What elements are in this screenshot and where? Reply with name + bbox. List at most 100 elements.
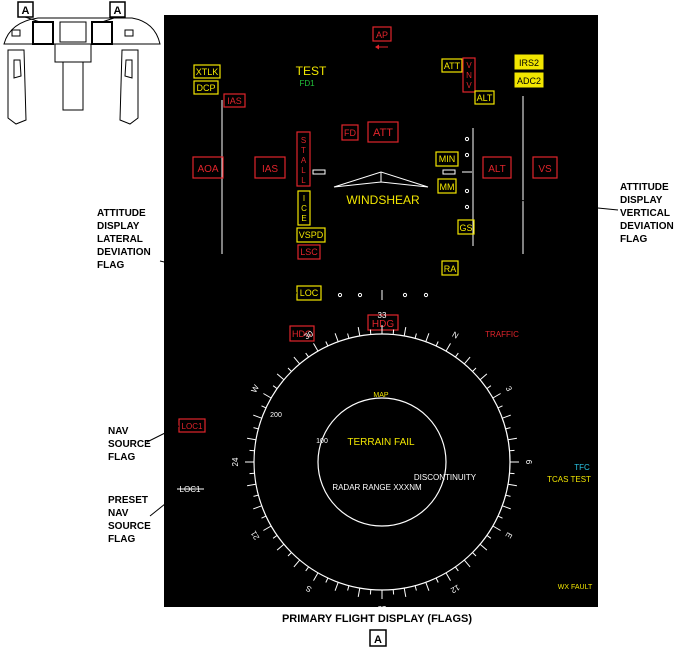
compass-tick: [414, 333, 417, 339]
compass-tick: [425, 333, 430, 342]
compass-tick: [261, 515, 267, 519]
svg-text:FLAG: FLAG: [108, 534, 135, 545]
compass-tick: [445, 572, 451, 581]
compass-tick: [247, 483, 256, 487]
compass-tick: [486, 534, 492, 539]
min-flag: MIN: [435, 151, 459, 167]
compass-tick: [472, 367, 477, 372]
compass-tick: [454, 352, 459, 358]
compass-label: 15: [377, 604, 386, 613]
svg-text:ATT: ATT: [373, 127, 393, 139]
localizer-scale: [337, 290, 429, 300]
svg-text:IAS: IAS: [227, 96, 242, 106]
terrain-fail-flag: TERRAIN FAIL: [347, 437, 415, 448]
hdg-box-flag: HDG: [367, 314, 399, 331]
svg-text:A: A: [301, 156, 307, 165]
svg-text:IAS: IAS: [262, 164, 278, 175]
svg-text:N: N: [466, 71, 472, 80]
left-pfd-outline: [32, 21, 54, 45]
svg-text:DEVIATION: DEVIATION: [620, 221, 674, 232]
dcp-flag: DCP: [193, 80, 219, 95]
wx-fault-flag: WX FAULT: [558, 584, 593, 591]
callout-lateral-deviation: ATTITUDE DISPLAY LATERAL DEVIATION FLAG: [97, 208, 298, 294]
svg-text:A: A: [114, 5, 122, 17]
compass-label: 33: [378, 311, 387, 320]
svg-text:FLAG: FLAG: [620, 234, 647, 245]
svg-text:L: L: [301, 166, 306, 175]
leader-line: [146, 425, 180, 443]
ias-small-flag: IAS: [223, 93, 246, 108]
compass-label: E: [504, 531, 514, 540]
compass-tick: [276, 543, 285, 551]
aircraft-symbol: [333, 171, 429, 188]
loc1-nav-source-flag: LOC1: [178, 418, 206, 433]
svg-text:IRS2: IRS2: [519, 58, 539, 68]
compass-tick: [305, 566, 310, 572]
glideslope-scale: [462, 136, 472, 210]
svg-text:XTLK: XTLK: [196, 67, 219, 77]
fd1-annunciation: FD1: [299, 79, 315, 88]
right-side-console: [119, 49, 139, 125]
center-panel-outline: [59, 21, 87, 43]
compass-tick: [505, 427, 511, 430]
compass-tick: [334, 582, 339, 591]
svg-text:T: T: [301, 146, 306, 155]
svg-text:HDG: HDG: [372, 319, 394, 330]
radar-range-text: RADAR RANGE XXXNM: [332, 483, 422, 492]
compass-tick: [253, 505, 262, 510]
leader-line: [149, 491, 181, 517]
svg-text:V: V: [466, 61, 472, 70]
compass-label: 24: [231, 457, 240, 466]
compass-tick: [505, 494, 511, 497]
svg-text:NAV: NAV: [108, 508, 129, 519]
right-panel-window: [124, 29, 134, 37]
alt-small-flag: ALT: [474, 90, 495, 105]
svg-text:MM: MM: [440, 182, 455, 192]
svg-text:S: S: [301, 136, 306, 145]
callout-nav-source: NAV SOURCE FLAG: [108, 425, 180, 463]
alt-flag: ALT: [482, 156, 512, 179]
compass-tick: [472, 552, 477, 557]
svg-text:LATERAL: LATERAL: [97, 234, 143, 245]
compass-tick: [425, 582, 430, 591]
compass-tick: [263, 525, 272, 531]
inset-view-label-right: A: [101, 1, 126, 23]
svg-text:GS: GS: [459, 223, 472, 233]
range-label-100: 100: [316, 438, 328, 445]
svg-text:NAV: NAV: [108, 426, 129, 437]
svg-text:DISPLAY: DISPLAY: [97, 221, 140, 232]
compass-tick: [357, 588, 361, 597]
left-side-console: [7, 49, 27, 125]
svg-text:LSC: LSC: [300, 247, 318, 257]
callout-preset-nav-source: PRESET NAV SOURCE FLAG: [108, 491, 181, 545]
svg-text:MIN: MIN: [439, 154, 456, 164]
compass-tick: [253, 414, 262, 419]
traffic-flag: TRAFFIC: [485, 330, 519, 339]
compass-tick: [508, 437, 517, 441]
cockpit-inset: [3, 17, 161, 125]
svg-text:DCP: DCP: [196, 83, 215, 93]
compass-tick: [502, 414, 511, 419]
ap-flag: AP: [372, 26, 392, 50]
compass-label: 3: [504, 385, 514, 394]
compass-tick: [325, 577, 329, 583]
svg-text:VS: VS: [538, 164, 552, 175]
aoa-flag: AOA: [192, 156, 224, 179]
svg-text:ALT: ALT: [477, 93, 493, 103]
compass-tick: [463, 356, 471, 365]
leader-line: [475, 195, 619, 211]
svg-text:ALT: ALT: [488, 164, 506, 175]
compass-tick: [486, 385, 492, 390]
ice-flag: I C E: [297, 190, 311, 226]
svg-text:DISPLAY: DISPLAY: [620, 195, 663, 206]
compass-tick: [253, 494, 259, 497]
svg-text:FD: FD: [344, 128, 356, 138]
att-small-flag: ATT: [441, 58, 463, 73]
svg-text:LOC: LOC: [300, 288, 319, 298]
glareshield-outline: [3, 17, 161, 45]
caption-view-label: A: [369, 629, 387, 647]
left-panel-window: [11, 29, 21, 37]
tfc-annunciation: TFC: [574, 463, 590, 472]
compass-tick: [357, 327, 361, 336]
